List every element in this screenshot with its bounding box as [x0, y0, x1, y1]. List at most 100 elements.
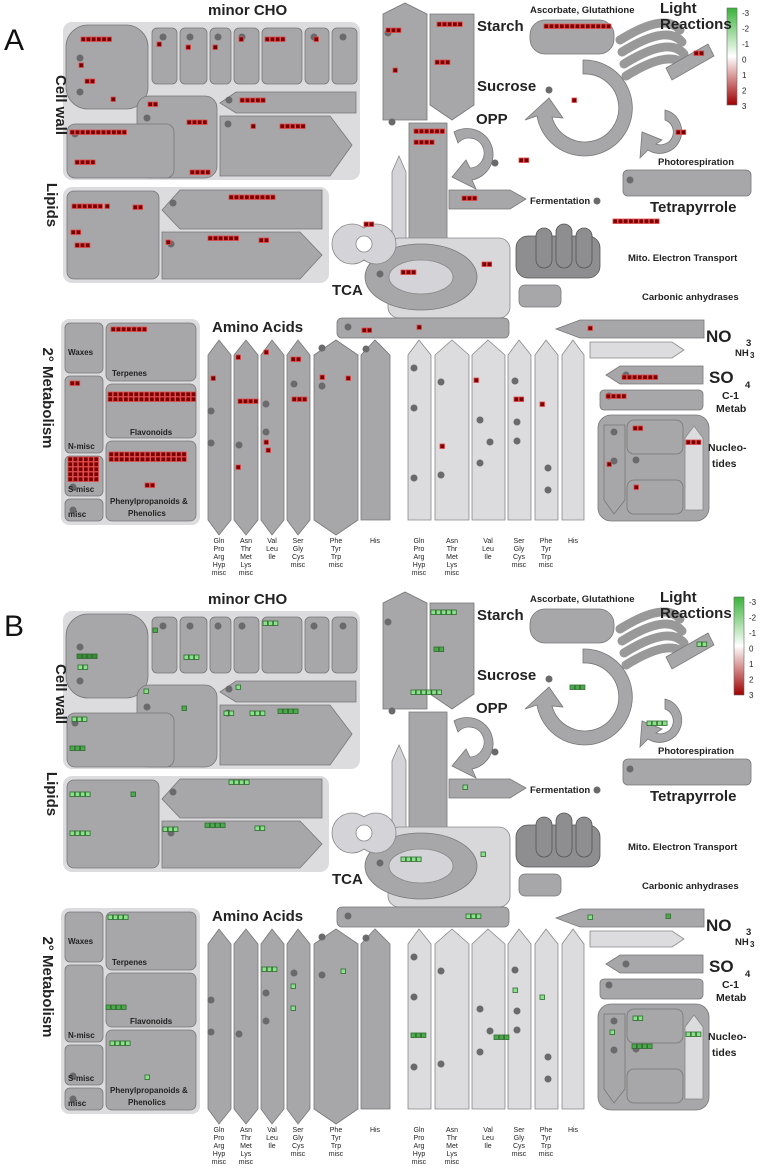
- mark-red: [250, 123, 256, 129]
- mark-red: [80, 36, 86, 42]
- mark-red: [150, 456, 156, 462]
- aa-label: Pro: [414, 1135, 425, 1142]
- mark-red: [149, 482, 156, 488]
- mark-green: [183, 654, 189, 660]
- mark-red: [185, 44, 191, 50]
- label-waxes: Waxes: [68, 348, 94, 357]
- mark-red: [128, 396, 134, 402]
- aa-label: misc: [329, 562, 344, 569]
- mark-red: [90, 159, 96, 165]
- mark-red: [159, 396, 165, 402]
- mark-red: [115, 326, 122, 332]
- mark-green: [267, 620, 274, 626]
- mark-red: [72, 466, 79, 472]
- aa-label: Ile: [484, 554, 492, 561]
- mark-red: [144, 482, 150, 488]
- mark-red: [693, 50, 699, 56]
- mark-red: [675, 129, 681, 135]
- label-n-misc: N-misc: [68, 442, 95, 451]
- mark-red: [441, 21, 448, 27]
- aa-label: misc: [239, 570, 254, 577]
- mark-green: [636, 1043, 643, 1049]
- mark-green: [431, 689, 437, 695]
- mark-red: [78, 466, 84, 472]
- mark-red: [67, 466, 73, 472]
- legend-tick: 3: [742, 102, 747, 111]
- mark-red: [78, 476, 84, 482]
- aa-label: misc: [512, 1151, 527, 1158]
- mark-red: [621, 374, 627, 380]
- mark-green: [400, 856, 406, 862]
- mark-red: [270, 194, 276, 200]
- aa-label: Gly: [293, 1135, 304, 1142]
- label-fermentation: Fermentation: [530, 785, 590, 796]
- mark-red: [223, 235, 229, 241]
- mark-red: [112, 391, 119, 397]
- mark-red: [147, 101, 153, 107]
- marks-red: [67, 21, 705, 490]
- aa-label: Gln: [214, 1127, 225, 1134]
- label-cell-wall: Cell wall: [52, 75, 69, 135]
- mark-red: [263, 349, 269, 355]
- mark-red: [212, 235, 219, 241]
- label-mito-electron: Mito. Electron Transport: [628, 842, 738, 853]
- legend-tick: 1: [749, 660, 754, 669]
- panel-letter: A: [4, 24, 24, 57]
- aa-label: Leu: [482, 1135, 494, 1142]
- mark-red: [72, 456, 79, 462]
- aa-label: Tyr: [331, 1135, 341, 1142]
- mark-green: [87, 653, 93, 659]
- legend-tick: -2: [742, 25, 750, 34]
- mark-red: [628, 218, 634, 224]
- mark-red: [600, 23, 607, 29]
- mark-green: [188, 654, 195, 660]
- panel-letter: B: [4, 610, 24, 643]
- mark-red: [189, 169, 195, 175]
- label-terpenes: Terpenes: [112, 958, 148, 967]
- aa-label: misc: [212, 1159, 227, 1166]
- mark-red: [446, 21, 453, 27]
- label-nh3: NH: [735, 937, 749, 948]
- mark-red: [228, 194, 234, 200]
- mark-green: [254, 825, 260, 831]
- mark-red: [107, 396, 113, 402]
- mark-green: [410, 689, 416, 695]
- mark-red: [260, 97, 266, 103]
- mark-red: [244, 97, 251, 103]
- mark-red: [190, 391, 197, 397]
- label-photorespiration: Photorespiration: [658, 746, 734, 757]
- label-terpenes: Terpenes: [112, 369, 148, 378]
- mark-red: [253, 398, 259, 404]
- mark-red: [400, 269, 406, 275]
- aa-label: Val: [483, 538, 493, 545]
- mark-red: [471, 195, 478, 201]
- mark-green: [430, 609, 436, 615]
- mark-red: [126, 326, 132, 332]
- mark-red: [461, 195, 467, 201]
- mark-red: [295, 123, 301, 129]
- mark-green: [657, 720, 663, 726]
- aa-label: His: [370, 1127, 381, 1134]
- mark-green: [690, 1031, 697, 1037]
- mark-red: [155, 456, 161, 462]
- mark-red: [72, 476, 79, 482]
- label-no3-sub: 3: [746, 927, 751, 938]
- mark-red: [118, 391, 124, 397]
- mark-green: [254, 710, 261, 716]
- mark-red: [78, 471, 84, 477]
- mark-green: [493, 1034, 499, 1040]
- mark-red: [423, 139, 430, 145]
- label-metab: Metab: [716, 403, 746, 415]
- mark-red: [345, 375, 351, 381]
- mark-red: [119, 456, 125, 462]
- mark-red: [263, 237, 270, 243]
- aa-label: Trp: [331, 1143, 341, 1150]
- aa-label: Thr: [447, 546, 458, 553]
- mark-red: [169, 396, 176, 402]
- mark-red: [612, 218, 618, 224]
- legend-tick: 1: [742, 71, 747, 80]
- label-carbonic: Carbonic anhydrases: [642, 881, 739, 892]
- label-sucrose: Sucrose: [477, 667, 536, 684]
